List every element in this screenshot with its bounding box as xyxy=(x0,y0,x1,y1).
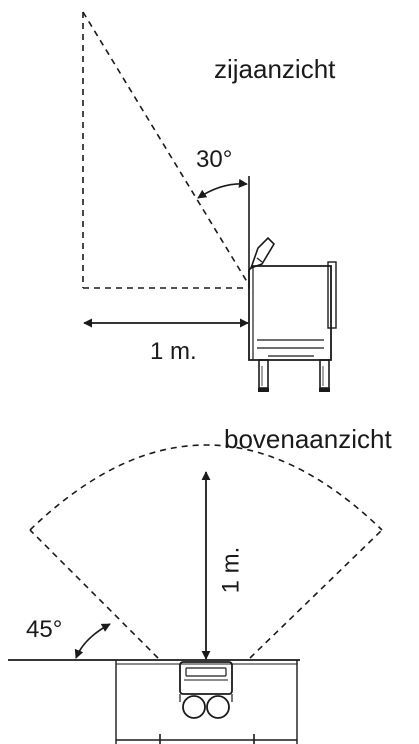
heater-side-icon xyxy=(248,236,337,392)
top-distance-label: 1 m. xyxy=(217,546,245,594)
bench-frame xyxy=(115,660,298,744)
top-view xyxy=(8,444,383,744)
side-angle-label: 30° xyxy=(196,146,233,173)
heater-top-icon xyxy=(179,661,233,719)
top-angle-arc xyxy=(74,623,111,659)
side-angle-arc xyxy=(197,178,248,199)
side-distance-label: 1 m. xyxy=(150,338,197,365)
bottom-dimension-marks xyxy=(116,734,297,744)
side-view-title: zijaanzicht xyxy=(214,54,336,84)
top-clearance-zone xyxy=(29,444,383,659)
top-view-title: bovenaanzicht xyxy=(224,424,392,454)
top-angle-label: 45° xyxy=(26,616,63,643)
side-clearance-zone xyxy=(82,11,250,289)
side-view xyxy=(82,11,337,392)
